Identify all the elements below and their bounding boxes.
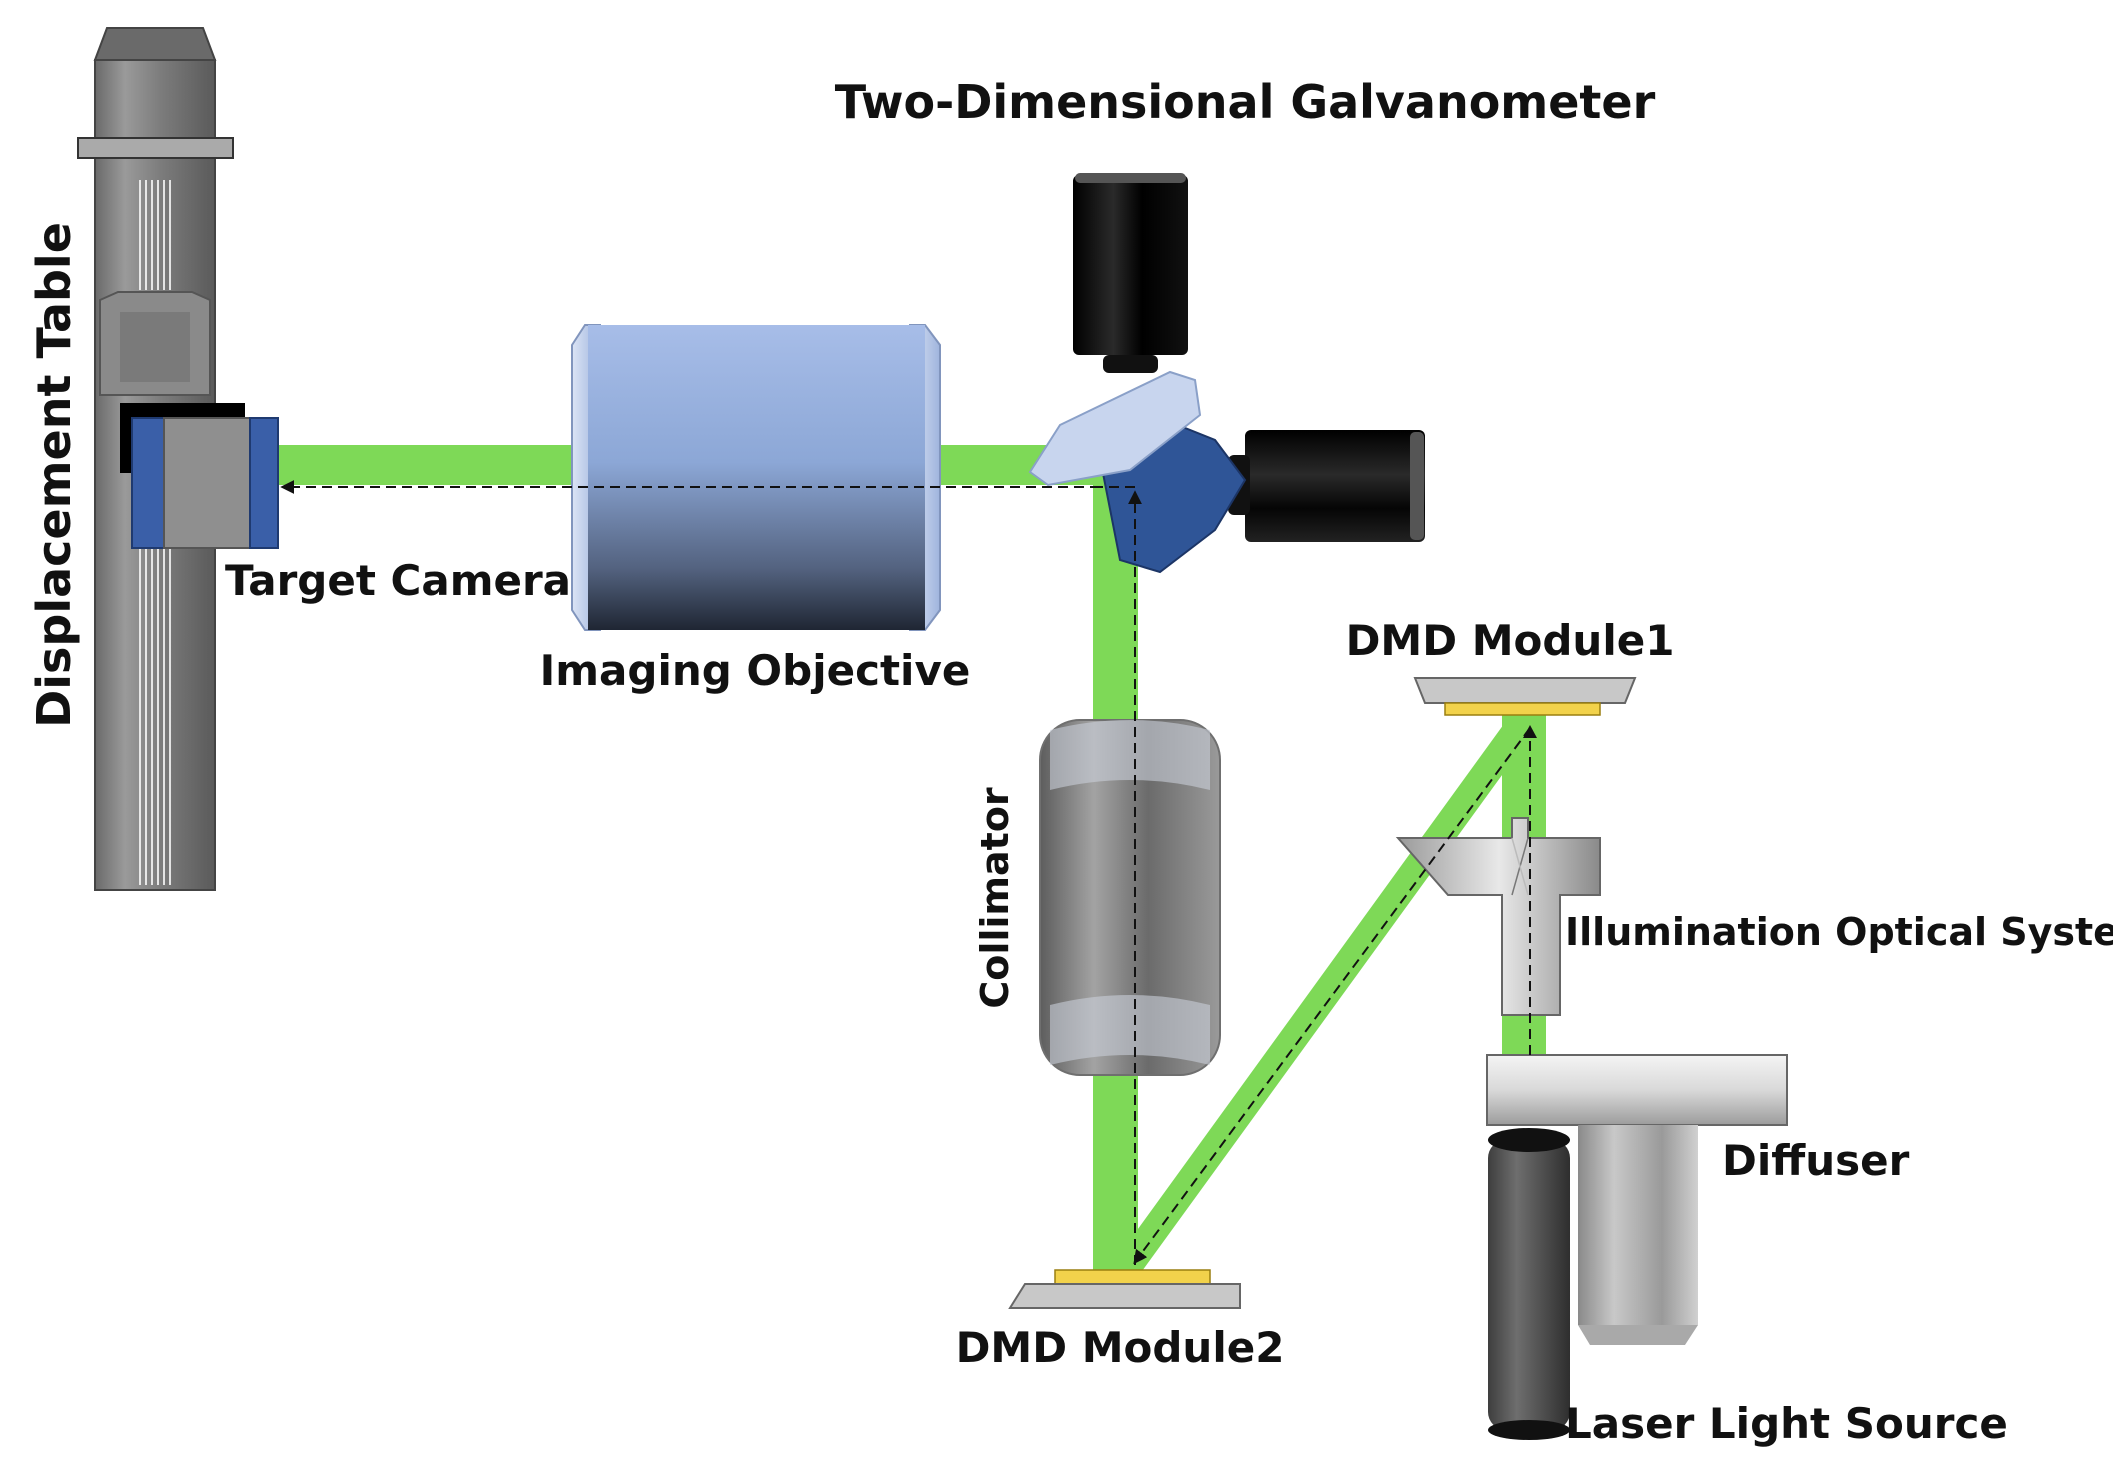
- dmd-module-1: [1413, 677, 1637, 716]
- two-dimensional-galvanometer: [1028, 173, 1425, 574]
- imaging-objective: [571, 324, 941, 631]
- label-target-camera: Target Camera: [225, 556, 571, 605]
- target-camera: [120, 403, 279, 549]
- label-illumination-optical-system: Illumination Optical System: [1565, 910, 2113, 954]
- label-laser-light-source: Laser Light Source: [1565, 1399, 2008, 1448]
- dmd2-mirror: [1054, 1269, 1211, 1285]
- label-displacement-table: Displacement Table: [27, 222, 81, 728]
- label-collimator: Collimator: [973, 787, 1017, 1009]
- dashed-light-path: [280, 480, 1531, 1265]
- label-diffuser: Diffuser: [1722, 1136, 1910, 1185]
- label-imaging-objective: Imaging Objective: [540, 646, 971, 695]
- collimator: [1039, 719, 1221, 1076]
- dmd1-arrowhead: [1523, 725, 1537, 738]
- diffuser: [1486, 1054, 1788, 1126]
- label-galvanometer: Two-Dimensional Galvanometer: [835, 75, 1656, 129]
- label-dmd-module2: DMD Module2: [956, 1323, 1285, 1372]
- label-dmd-module1: DMD Module1: [1346, 616, 1675, 665]
- galvo-mirror-light: [1028, 370, 1202, 487]
- dmd1-mirror: [1444, 702, 1601, 716]
- illumination-optical-system: [1395, 817, 1601, 1016]
- dmd-module-2: [1008, 1269, 1241, 1309]
- laser-light-source: [1488, 1125, 1698, 1440]
